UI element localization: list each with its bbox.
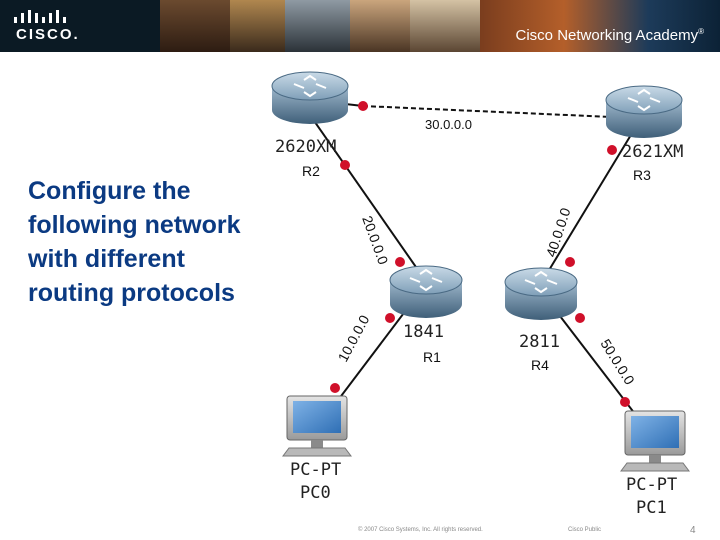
banner-photo-4	[350, 0, 410, 52]
link-20-end-a	[340, 160, 350, 170]
banner-photo-5	[410, 0, 480, 52]
router-r1-name: R1	[423, 349, 441, 365]
page-number: 4	[690, 525, 696, 536]
pc0-icon[interactable]	[282, 395, 352, 457]
header-banner: CISCO. Cisco Networking Academy®	[0, 0, 720, 52]
banner-photo-3	[285, 0, 350, 52]
pc0-model: PC-PT	[290, 460, 341, 480]
headline-line-1: Configure the	[28, 177, 191, 205]
router-r4-name: R4	[531, 357, 549, 373]
pc1-icon[interactable]	[620, 410, 690, 472]
footer-copyright: © 2007 Cisco Systems, Inc. All rights re…	[358, 527, 483, 533]
link-40-end-b	[565, 257, 575, 267]
headline-line-2: following network	[28, 211, 241, 239]
network-label-10: 10.0.0.0	[335, 312, 373, 364]
cisco-logo-text: CISCO.	[16, 26, 80, 43]
headline-line-3: with different	[28, 245, 185, 273]
banner-photo-1	[160, 0, 230, 52]
router-r2-model: 2620XM	[275, 137, 336, 157]
network-label-50: 50.0.0.0	[597, 336, 637, 388]
link-10-end-b	[330, 383, 340, 393]
router-r3-name: R3	[633, 167, 651, 183]
link-40	[539, 119, 641, 286]
link-50-end-b	[620, 397, 630, 407]
router-r4-icon[interactable]	[504, 267, 578, 320]
pc0-name: PC0	[300, 483, 331, 503]
router-r3-icon[interactable]	[605, 85, 683, 138]
cisco-logo-bars-icon	[14, 10, 66, 23]
link-50-end-a	[575, 313, 585, 323]
pc1-name: PC1	[636, 498, 667, 518]
slide-headline: Configure the following network with dif…	[28, 174, 278, 310]
banner-photo-2	[230, 0, 285, 52]
router-r4-model: 2811	[519, 332, 560, 352]
router-r2-name: R2	[302, 163, 320, 179]
router-r3-model: 2621XM	[622, 142, 683, 162]
network-label-40: 40.0.0.0	[543, 206, 574, 259]
router-r1-icon[interactable]	[389, 265, 463, 318]
link-20-end-b	[395, 257, 405, 267]
banner-photo-6	[480, 0, 720, 52]
link-20	[309, 114, 426, 281]
link-40-end-a	[607, 145, 617, 155]
footer-classification: Cisco Public	[568, 527, 602, 533]
link-30-end-a	[358, 101, 368, 111]
headline-line-4: routing protocols	[28, 279, 235, 307]
link-10-end-a	[385, 313, 395, 323]
router-r2-icon[interactable]	[271, 71, 349, 124]
network-label-20: 20.0.0.0	[359, 214, 391, 267]
network-label-30: 30.0.0.0	[425, 117, 472, 132]
link-30	[309, 99, 641, 122]
academy-title: Cisco Networking Academy®	[515, 27, 704, 44]
pc1-model: PC-PT	[626, 475, 677, 495]
router-r1-model: 1841	[403, 322, 444, 342]
